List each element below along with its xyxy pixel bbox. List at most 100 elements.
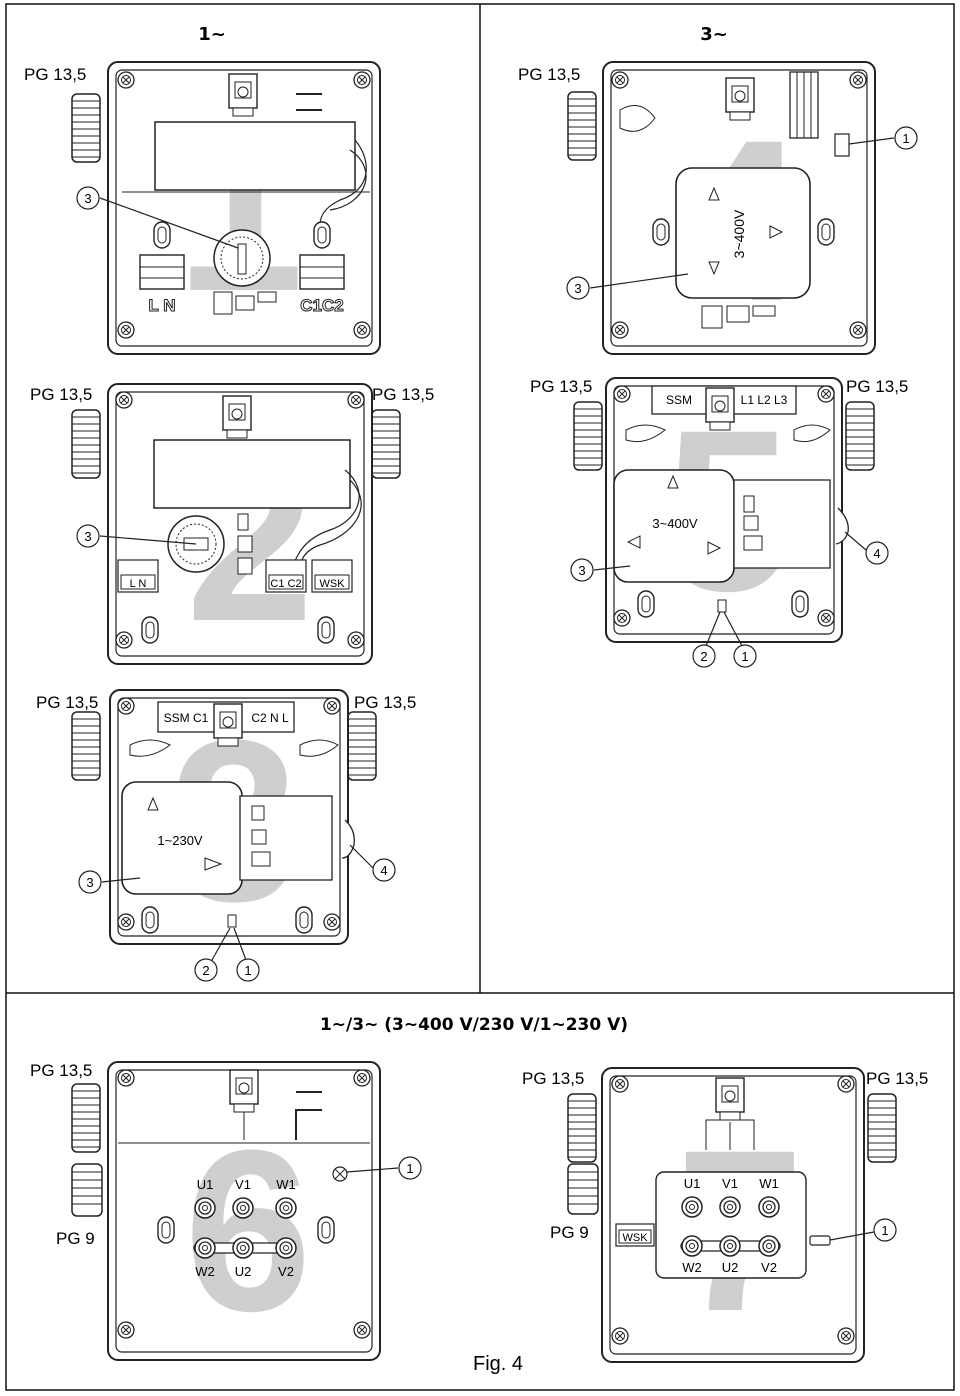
gland-label-pg13-5: PG 13,5 [24,65,86,84]
cable-gland-icon [71,1083,101,1153]
terminal-label-w2: W2 [195,1264,215,1279]
header-three-phase: 3~ [700,24,728,45]
terminal-box-housing [605,377,843,643]
terminal-stud-icon [681,1235,703,1257]
earth-clamp-icon [705,387,735,431]
corner-screw-icon [817,385,835,403]
svg-text:1: 1 [244,963,251,978]
corner-screw-icon [611,1327,629,1345]
mounting-slot-icon [157,1216,175,1244]
earth-clamp-icon [228,73,258,117]
terminal-box-housing [109,689,349,945]
gland-label-pg9: PG 9 [550,1223,589,1242]
callout-1 [236,958,260,982]
callout-3 [78,870,102,894]
mounting-slot-icon [791,590,809,618]
cable-gland-icon [71,711,101,781]
cable-gland-icon [71,93,101,163]
terminal-label-c1c2: C1 C2 [270,578,301,590]
cable-gland-icon [371,409,401,479]
corner-screw-icon [347,391,365,409]
callout-2 [692,644,716,668]
mounting-slot-icon [637,590,655,618]
corner-screw-icon [611,321,629,339]
mounting-slot-icon [317,1216,335,1244]
callout-1 [398,1156,422,1180]
panel-3: 3 PG 13,5 PG 13,5 SSM C1 C2 N L 1~230V 3 [36,689,416,982]
terminal-label-wsk: WSK [319,578,345,590]
terminal-label-ln: L N [148,296,175,315]
earth-clamp-icon [222,395,252,439]
terminal-label-wsk: WSK [622,1232,648,1244]
corner-screw-icon [613,385,631,403]
panel-number-6: 6 [184,1102,312,1359]
terminal-label-u2: U2 [722,1260,739,1275]
capacitor [153,439,351,509]
cable-gland-icon [867,1093,897,1163]
mounting-slot-icon [317,616,335,644]
corner-screw-icon [117,321,135,339]
corner-screw-icon [611,71,629,89]
terminal-box-housing [602,61,876,355]
terminal-stud-icon [681,1196,703,1218]
corner-screw-icon [837,1327,855,1345]
corner-screw-icon [353,1321,371,1339]
gland-label-pg9: PG 9 [56,1229,95,1248]
terminal-stud-icon [275,1197,297,1219]
svg-text:1: 1 [406,1161,413,1176]
terminal-stud-icon [719,1235,741,1257]
corner-screw-icon [117,1321,135,1339]
gland-label-pg13-5-right: PG 13,5 [866,1069,928,1088]
terminal-label-ssm: SSM [666,393,692,407]
svg-text:4: 4 [380,863,387,878]
terminal-label-w2: W2 [682,1260,702,1275]
svg-text:1: 1 [741,649,748,664]
callout-4 [865,541,889,565]
terminal-label-v1: V1 [235,1177,251,1192]
pressure-equalization-icon [809,1235,831,1246]
corner-screw-icon [353,71,371,89]
corner-screw-icon [353,321,371,339]
terminal-label-c2-n-l: C2 N L [251,711,289,725]
corner-screw-icon [117,1069,135,1087]
cable-gland-icon [573,401,603,471]
terminal-box-housing [601,1067,865,1363]
mounting-slot-icon [295,906,313,934]
module-voltage-label: 3~400V [731,209,747,258]
gland-label-pg13-5-right: PG 13,5 [372,385,434,404]
gland-label-pg13-5-left: PG 13,5 [30,385,92,404]
figure-caption: Fig. 4 [473,1353,523,1375]
gland-label-pg13-5-left: PG 13,5 [36,693,98,712]
terminal-stud-icon [194,1197,216,1219]
callout-3 [76,524,100,548]
mounting-slot-icon [652,218,670,246]
corner-screw-icon [347,631,365,649]
terminal-label-u1: U1 [197,1177,214,1192]
svg-text:3: 3 [86,875,93,890]
svg-text:3: 3 [84,191,91,206]
corner-screw-icon [115,391,133,409]
mounting-slot-icon [817,218,835,246]
panel-7: 7 PG 13,5 PG 13,5 PG 9 U1 V1 W1 W2 U2 V2 [522,1067,928,1363]
cable-gland-icon [567,91,597,161]
capacitor [154,121,356,191]
corner-screw-icon [353,1069,371,1087]
corner-screw-icon [613,609,631,627]
corner-screw-icon [323,913,341,931]
callout-1 [873,1218,897,1242]
header-single-phase: 1~ [198,24,226,45]
terminal-box-housing [107,383,373,665]
panel-4: 4 PG 13,5 3~400V 1 3 [518,61,918,355]
terminal-stud-icon [758,1196,780,1218]
cable-gland-icon [347,711,377,781]
corner-screw-icon [117,913,135,931]
terminal-label-ln: L N [130,578,147,590]
svg-text:3: 3 [84,529,91,544]
gland-label-pg13-5-right: PG 13,5 [354,693,416,712]
corner-screw-icon [115,631,133,649]
module-voltage-label: 3~400V [652,516,698,531]
mounting-slot-icon [313,221,331,249]
svg-text:3: 3 [578,563,585,578]
cable-gland-icon [71,409,101,479]
